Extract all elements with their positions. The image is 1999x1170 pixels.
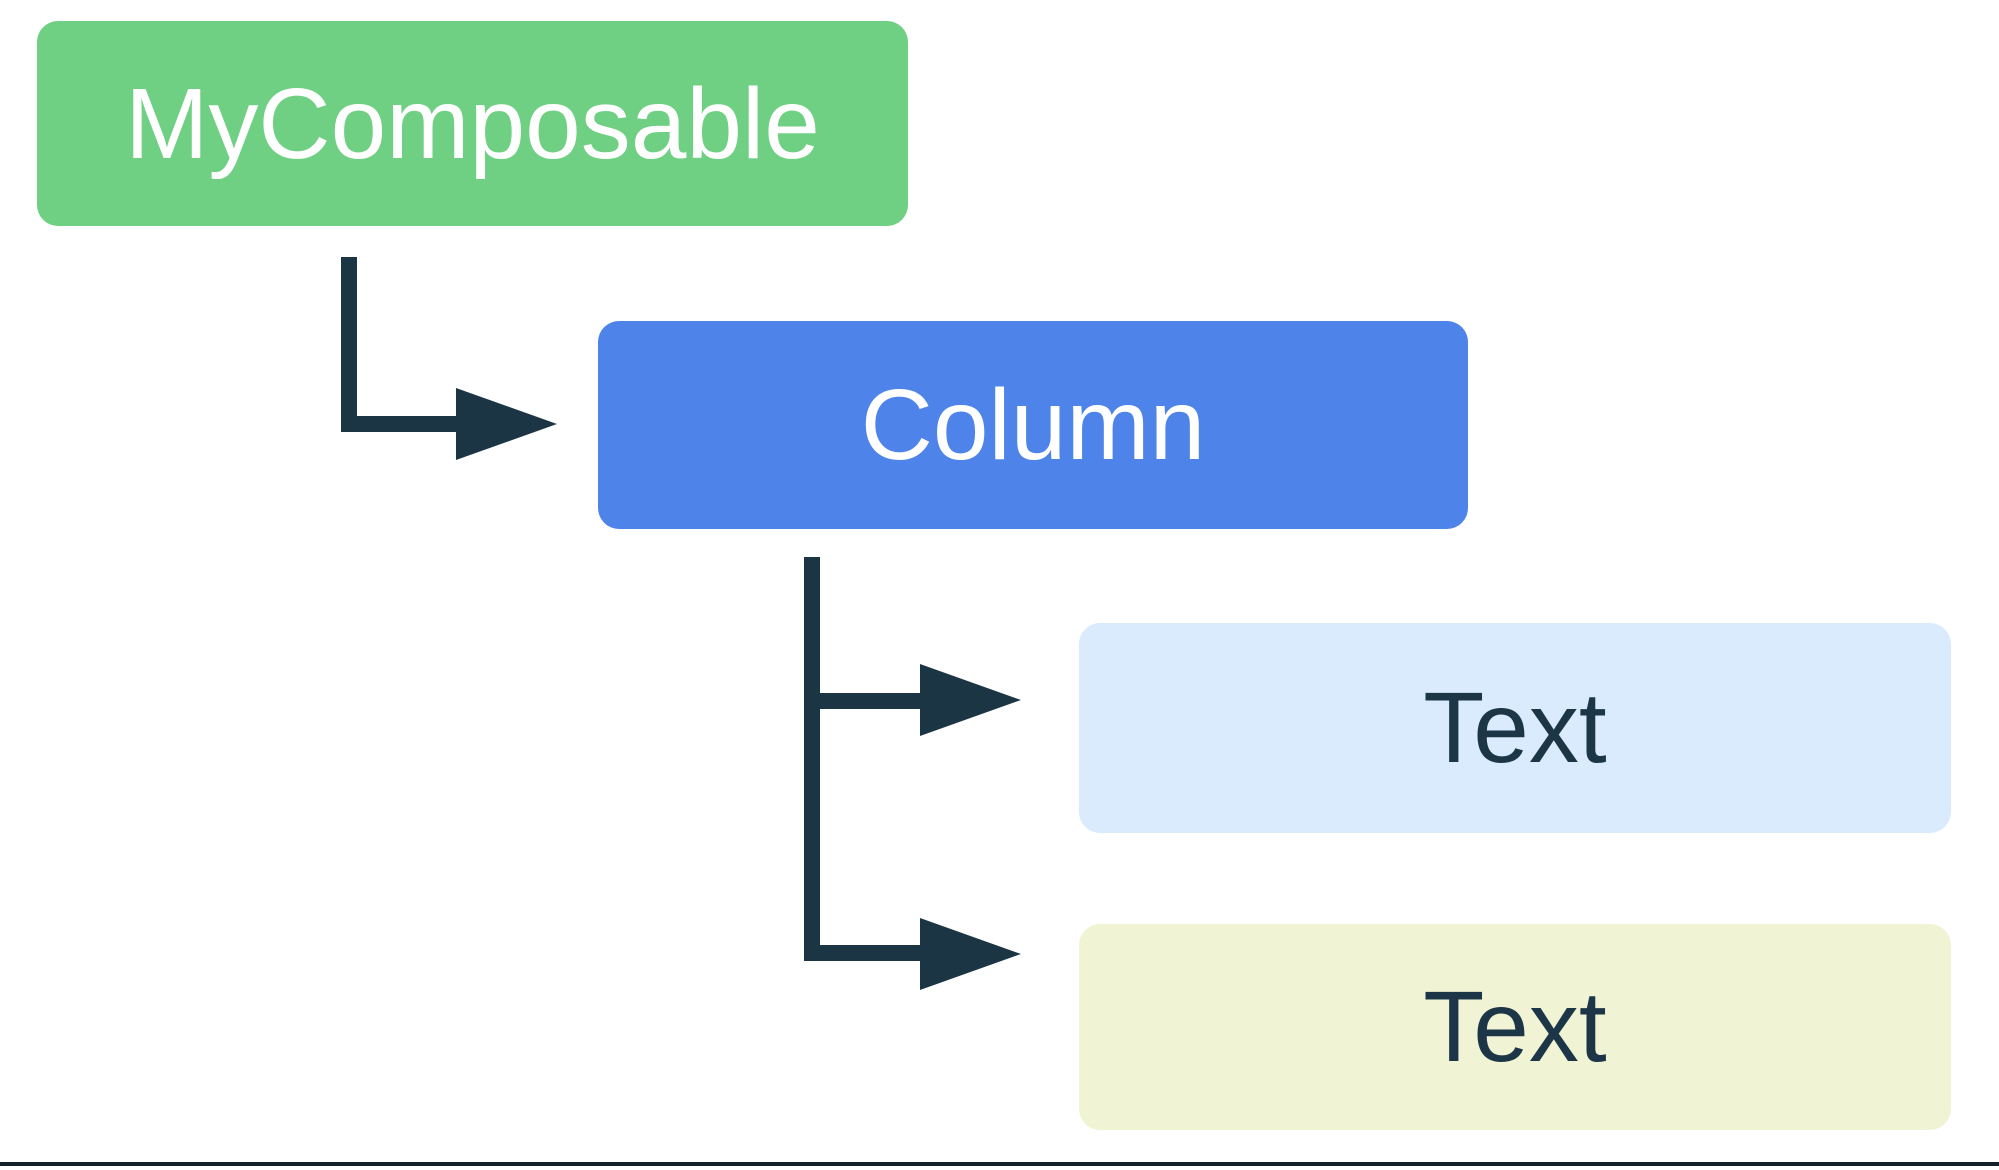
node-text-first: Text bbox=[1079, 623, 1951, 833]
arrowhead-icon bbox=[920, 918, 1021, 990]
node-column: Column bbox=[598, 321, 1468, 529]
arrow-horizontal-segment bbox=[341, 416, 456, 432]
arrow-horizontal-segment bbox=[804, 945, 920, 961]
arrow-vertical-segment bbox=[804, 557, 820, 961]
arrowhead-icon bbox=[456, 388, 557, 460]
arrow-horizontal-segment bbox=[804, 693, 920, 709]
node-mycomposable-label: MyComposable bbox=[125, 67, 820, 180]
node-text-second-label: Text bbox=[1423, 971, 1607, 1083]
node-mycomposable: MyComposable bbox=[37, 21, 908, 226]
bottom-divider bbox=[0, 1162, 1999, 1166]
arrowhead-icon bbox=[920, 664, 1021, 736]
node-column-label: Column bbox=[860, 369, 1206, 481]
node-text-first-label: Text bbox=[1423, 672, 1607, 784]
node-text-second: Text bbox=[1079, 924, 1951, 1130]
arrow-vertical-segment bbox=[341, 257, 357, 432]
